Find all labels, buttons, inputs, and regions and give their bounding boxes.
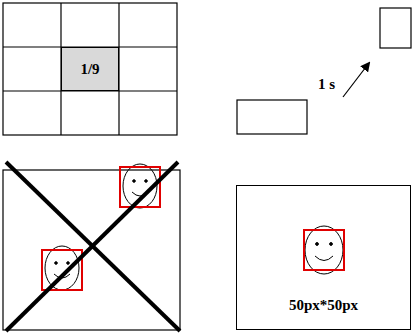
- multi-face-frame: [3, 162, 180, 331]
- window-move: [237, 8, 411, 134]
- node-text: 50px*50px: [289, 297, 358, 314]
- node-text: 1/9: [80, 61, 99, 78]
- highlight-cell: 1/9: [61, 47, 119, 91]
- time-label: 1 s: [318, 76, 335, 93]
- grid: [3, 3, 177, 135]
- face-frame: 50px*50px: [236, 185, 411, 330]
- single-face: [304, 226, 344, 274]
